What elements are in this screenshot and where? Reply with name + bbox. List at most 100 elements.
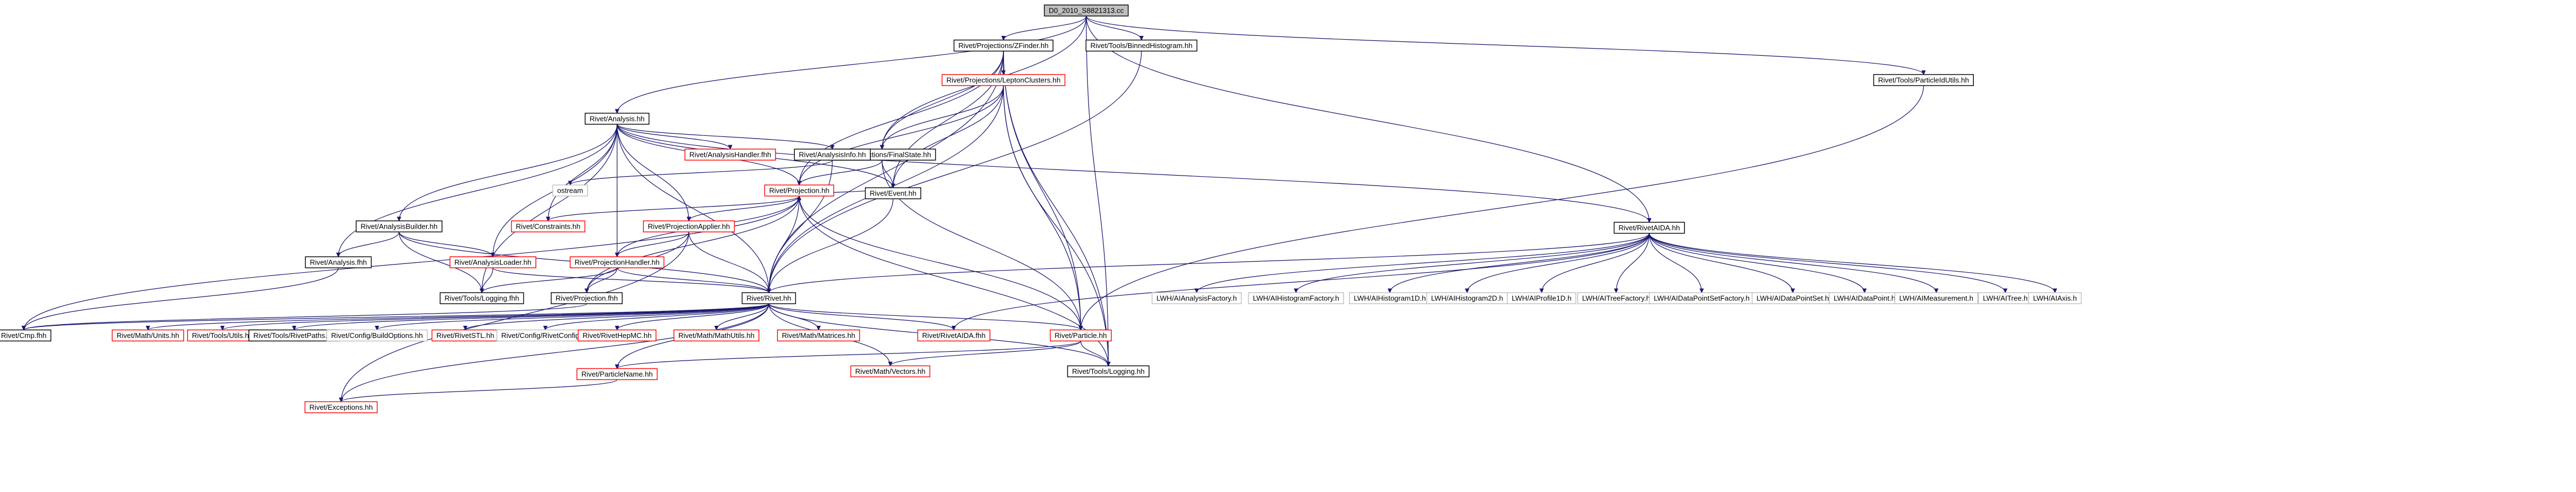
- node-exceptions[interactable]: Rivet/Exceptions.hh: [304, 401, 378, 414]
- node-rivetconfig: Rivet/Config/RivetConfig.hh: [496, 329, 594, 342]
- node-label: Rivet/RivetSTL.hh: [437, 331, 495, 340]
- node-utils[interactable]: Rivet/Tools/Utils.hh: [187, 329, 258, 342]
- node-box: [0, 329, 51, 342]
- edge-projhandler-to-projfhh: [585, 267, 618, 294]
- node-box: [1248, 292, 1344, 304]
- node-box: [764, 184, 835, 197]
- edge-rivet-to-cmp: [22, 303, 769, 331]
- node-projhandler[interactable]: Rivet/ProjectionHandler.hh: [570, 256, 665, 268]
- node-vectors[interactable]: Rivet/Math/Vectors.hh: [850, 365, 931, 378]
- node-projection[interactable]: Rivet/Projection.hh: [764, 184, 835, 197]
- node-leptonclusters[interactable]: Rivet/Projections/LeptonClusters.hh: [941, 74, 1066, 86]
- node-matrices[interactable]: Rivet/Math/Matrices.hh: [777, 329, 861, 342]
- node-box: [304, 401, 378, 414]
- node-event[interactable]: Rivet/Event.hh: [864, 187, 921, 199]
- node-box: [511, 220, 586, 232]
- node-box: [570, 256, 665, 268]
- edge-particle-to-particlename: [615, 340, 1081, 369]
- node-box: [305, 256, 372, 268]
- node-label: Rivet/Analysis.fhh: [310, 258, 367, 267]
- node-label: Rivet/AnalysisLoader.hh: [454, 258, 531, 267]
- node-label: Rivet/Cmp.fhh: [1, 331, 46, 340]
- edge-zfinder-to-event: [891, 51, 1004, 189]
- node-box: [585, 113, 650, 125]
- node-box: [941, 74, 1066, 86]
- node-projfhh[interactable]: Rivet/Projection.fhh: [550, 292, 623, 304]
- edge-analysis-to-projapplier: [617, 124, 691, 222]
- edge-root-to-analysis: [615, 15, 1087, 114]
- edge-projhandler-to-toolslogfhh: [480, 267, 618, 294]
- node-lwhhist1d: LWH/AIHistogram1D.h: [1348, 292, 1431, 304]
- node-label: Rivet/Math/Units.hh: [116, 331, 179, 340]
- node-binned[interactable]: Rivet/Tools/BinnedHistogram.hh: [1085, 39, 1198, 52]
- edge-projection-to-cmp: [22, 195, 800, 331]
- node-label: Rivet/Config/RivetConfig.hh: [501, 331, 589, 340]
- node-rivetstl[interactable]: Rivet/RivetSTL.hh: [431, 329, 500, 342]
- node-rivet[interactable]: Rivet/Rivet.hh: [741, 292, 796, 304]
- node-label: Rivet/ProjectionHandler.hh: [575, 258, 660, 267]
- node-box: [777, 329, 861, 342]
- node-particlename[interactable]: Rivet/ParticleName.hh: [576, 368, 658, 380]
- node-label: Rivet/Tools/ParticleIdUtils.hh: [1878, 76, 1969, 84]
- edge-projapplier-to-projhandler: [615, 231, 689, 258]
- edge-root-to-logging: [1086, 15, 1111, 367]
- node-rivetpaths[interactable]: Rivet/Tools/RivetPaths.hh: [248, 329, 340, 342]
- node-label: LWH/AIDataPointSet.h: [1756, 294, 1829, 303]
- edge-projection-to-projapplier: [687, 195, 800, 222]
- node-lwhdpsfactory: LWH/AIDataPointSetFactory.h: [1649, 292, 1755, 304]
- node-box: [1085, 39, 1198, 52]
- node-root[interactable]: D0_2010_S8821313.cc: [1044, 4, 1129, 17]
- graph-nodes: D0_2010_S8821313.ccRivet/Projections/ZFi…: [0, 4, 2082, 414]
- node-analysisbuilder[interactable]: Rivet/AnalysisBuilder.hh: [355, 220, 443, 232]
- edge-rivet-to-rivetconfig: [543, 303, 769, 331]
- node-analysisinfo[interactable]: Rivet/AnalysisInfo.hh: [794, 149, 871, 161]
- edge-rivetaida-to-lwhmeas: [1649, 233, 1938, 294]
- node-label: Rivet/Config/BuildOptions.hh: [331, 331, 423, 340]
- node-box: [1873, 74, 1974, 86]
- edge-rivetaida-to-lwhdps: [1649, 233, 1795, 294]
- node-box: [917, 329, 991, 342]
- node-constraints[interactable]: Rivet/Constraints.hh: [511, 220, 586, 232]
- edge-rivetaida-to-rivetaidafhh: [952, 233, 1650, 331]
- edge-analysis-to-analysisbuilder: [397, 124, 618, 222]
- node-analysis[interactable]: Rivet/Analysis.hh: [585, 113, 650, 125]
- node-lwhdps: LWH/AIDataPointSet.h: [1751, 292, 1834, 304]
- node-mathutils[interactable]: Rivet/Math/MathUtils.hh: [673, 329, 759, 342]
- node-analysishandlerfhh[interactable]: Rivet/AnalysisHandler.fhh: [684, 149, 776, 161]
- edge-root-to-binned: [1086, 15, 1144, 41]
- edge-rivetaida-to-lwhtreefactory: [1614, 233, 1650, 294]
- node-rivetaidafhh[interactable]: Rivet/RivetAIDA.fhh: [917, 329, 991, 342]
- node-units[interactable]: Rivet/Math/Units.hh: [111, 329, 184, 342]
- node-label: LWH/AIMeasurement.h: [1899, 294, 1973, 303]
- node-label: LWH/AIAxis.h: [2033, 294, 2076, 303]
- edge-zfinder-to-logging: [1003, 51, 1111, 367]
- node-projapplier[interactable]: Rivet/ProjectionApplier.hh: [642, 220, 735, 232]
- node-box: [1151, 292, 1242, 304]
- node-box: [1044, 4, 1129, 17]
- node-label: Rivet/Math/MathUtils.hh: [678, 331, 755, 340]
- node-rivethepmc[interactable]: Rivet/RivetHepMC.hh: [577, 329, 657, 342]
- node-label: LWH/AIProfile1D.h: [1512, 294, 1571, 303]
- node-label: LWH/AIHistogram1D.h: [1354, 294, 1426, 303]
- node-label: LWH/AIDataPointSetFactory.h: [1654, 294, 1750, 303]
- node-particleidutils[interactable]: Rivet/Tools/ParticleIdUtils.hh: [1873, 74, 1974, 86]
- node-box: [576, 368, 658, 380]
- node-analysisloader[interactable]: Rivet/AnalysisLoader.hh: [449, 256, 537, 268]
- node-label: Rivet/Projections/ZFinder.hh: [958, 41, 1048, 50]
- node-box: [684, 149, 776, 161]
- node-zfinder[interactable]: Rivet/Projections/ZFinder.hh: [953, 39, 1054, 52]
- edge-leptonclusters-to-event: [891, 85, 1004, 189]
- edge-rivet-to-buildoptions: [375, 303, 769, 331]
- node-cmp[interactable]: Rivet/Cmp.fhh: [0, 329, 51, 342]
- node-label: Rivet/Rivet.hh: [747, 294, 792, 303]
- node-analysisfhh[interactable]: Rivet/Analysis.fhh: [305, 256, 372, 268]
- edge-zfinder-to-finalstate: [880, 51, 1004, 150]
- edge-rivet-to-utils: [220, 303, 769, 331]
- node-rivetaida[interactable]: Rivet/RivetAIDA.hh: [1613, 221, 1685, 234]
- node-logging[interactable]: Rivet/Tools/Logging.hh: [1067, 365, 1150, 378]
- node-lwhtreefactory: LWH/AITreeFactory.h: [1577, 292, 1655, 304]
- node-particle[interactable]: Rivet/Particle.hh: [1049, 329, 1112, 342]
- node-box: [439, 292, 524, 304]
- node-label: Rivet/AnalysisInfo.hh: [799, 151, 865, 159]
- node-toolslogfhh[interactable]: Rivet/Tools/Logging.fhh: [439, 292, 524, 304]
